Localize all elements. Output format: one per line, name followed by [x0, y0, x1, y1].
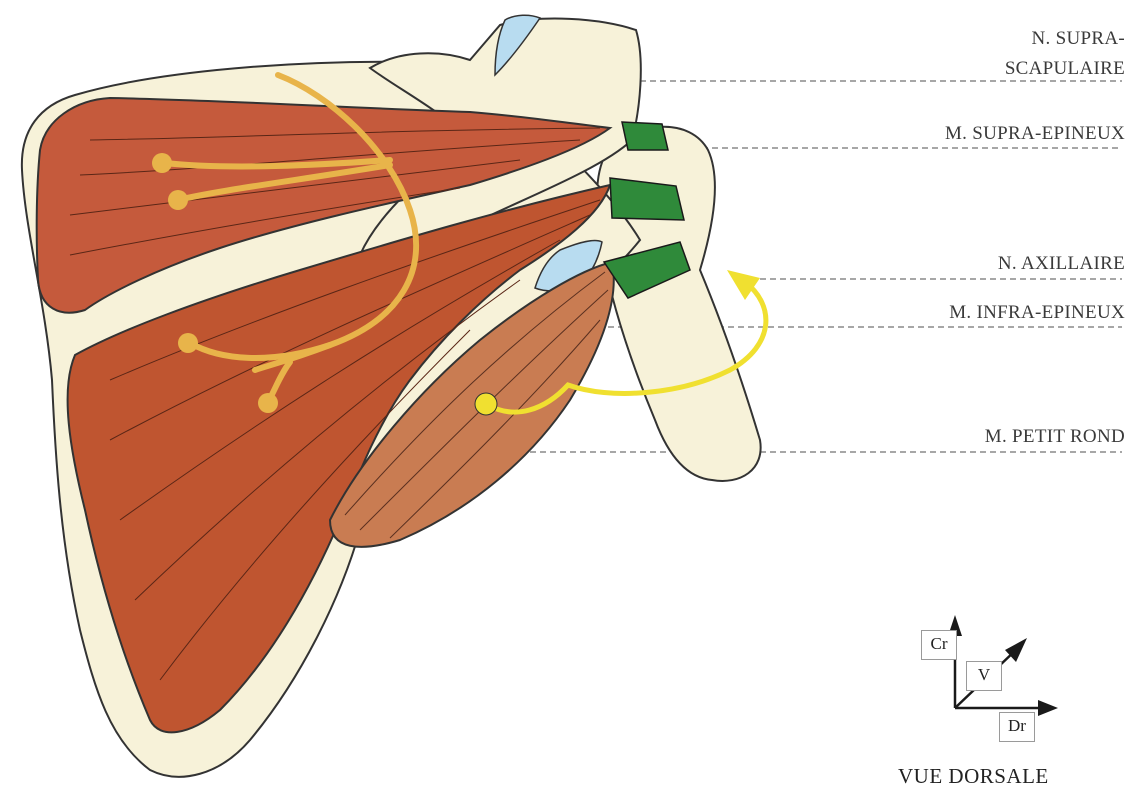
axis-right-label: Dr — [999, 712, 1035, 742]
label-n-supra-scapulaire: N. SUPRA- SCAPULAIRE — [1005, 27, 1125, 81]
axis-arrowheads — [948, 615, 1058, 716]
tendon-supra — [622, 122, 668, 150]
label-m-supra-epineux: M. SUPRA-EPINEUX — [945, 122, 1125, 146]
label-n-axillaire: N. AXILLAIRE — [998, 252, 1125, 276]
label-m-petit-rond: M. PETIT ROND — [985, 425, 1125, 449]
label-n-supra-line2: SCAPULAIRE — [1005, 57, 1125, 81]
label-n-supra-line1: N. SUPRA- — [1005, 27, 1125, 51]
label-m-infra-epineux: M. INFRA-EPINEUX — [949, 301, 1125, 325]
axis-cranial-label: Cr — [921, 630, 957, 660]
axis-ventral-label: V — [966, 661, 1002, 691]
view-caption: VUE DORSALE — [898, 764, 1049, 787]
